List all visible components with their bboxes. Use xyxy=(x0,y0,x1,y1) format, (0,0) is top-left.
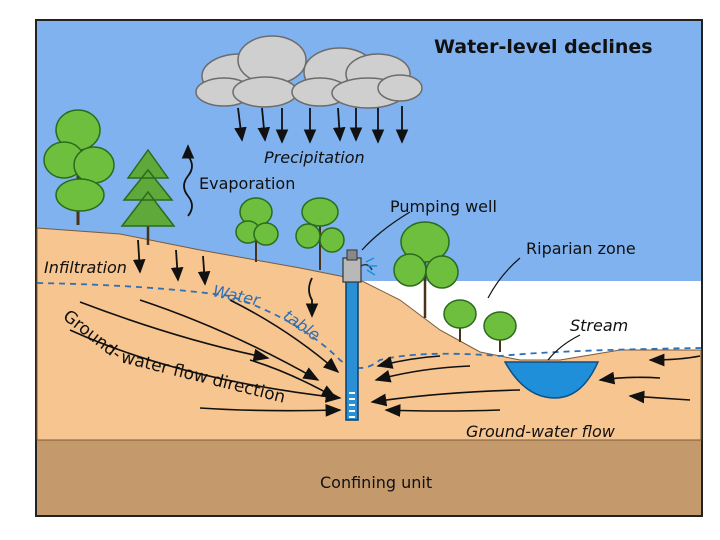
evaporation-label: Evaporation xyxy=(199,174,295,193)
confining-unit-label: Confining unit xyxy=(320,473,432,492)
tree-conifer xyxy=(120,148,176,245)
gw-flow-label: Ground-water flow xyxy=(466,422,616,441)
infiltration-label: Infiltration xyxy=(44,258,127,277)
tree-riparian-3 xyxy=(483,311,517,352)
tree-riparian-2 xyxy=(443,299,477,342)
clouds xyxy=(195,35,423,109)
evaporation-arrow xyxy=(181,144,195,217)
diagram-title: Water-level declines xyxy=(434,36,653,58)
water-table-line xyxy=(36,282,702,369)
precipitation-label: Precipitation xyxy=(264,148,365,167)
frame xyxy=(35,19,703,517)
stream-label: Stream xyxy=(570,316,628,335)
pumping-well-label: Pumping well xyxy=(390,197,497,216)
confining-unit-layer xyxy=(37,440,701,515)
leader-lines xyxy=(361,211,581,361)
pumping-well xyxy=(342,249,377,421)
gw-flow-arrows-right xyxy=(370,353,701,417)
riparian-zone-label: Riparian zone xyxy=(526,239,636,258)
tree-riparian-1 xyxy=(393,221,459,318)
precipitation-arrows xyxy=(234,106,409,144)
stream xyxy=(503,361,600,399)
tree-small-2 xyxy=(295,197,345,270)
infiltration-arrows xyxy=(132,239,319,318)
gw-flow-arrows-left xyxy=(69,299,342,417)
tree-left xyxy=(43,109,115,225)
trees xyxy=(43,109,517,352)
tree-small-1 xyxy=(235,197,279,262)
